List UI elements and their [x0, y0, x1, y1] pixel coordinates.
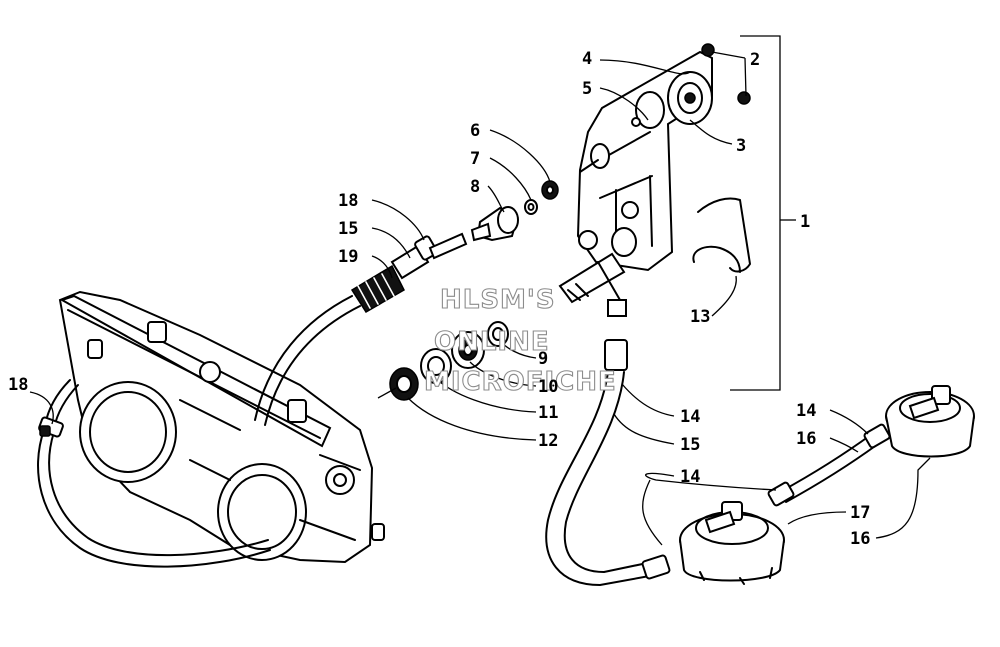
leader-lines — [29, 51, 931, 546]
assembly-bracket — [730, 35, 781, 391]
callout-17: 17 — [850, 503, 870, 523]
vent-hose-right — [767, 423, 891, 507]
callout-labels: 1 2 3 4 5 6 7 8 9 10 11 12 13 14 14 14 1… — [8, 49, 870, 549]
callout-11: 11 — [538, 403, 558, 423]
callout-9: 9 — [538, 349, 548, 369]
watermark: HLSM'S ONLINE MICROFICHE — [423, 284, 617, 397]
callout-13: 13 — [690, 307, 710, 327]
callout-15-lower: 15 — [680, 435, 700, 455]
fuel-line-hose — [545, 339, 671, 586]
callout-14-upper: 14 — [680, 407, 700, 427]
callout-16-lower: 16 — [850, 529, 870, 549]
watermark-line-1: HLSM'S — [440, 285, 556, 315]
callout-14-lower: 14 — [680, 467, 700, 487]
callout-18-upper: 18 — [338, 191, 358, 211]
throttle-body-assembly — [58, 290, 385, 564]
watermark-line-3: MICROFICHE — [424, 367, 617, 397]
callout-8: 8 — [470, 177, 480, 197]
callout-10: 10 — [538, 377, 558, 397]
filter-upper — [885, 385, 975, 458]
vent-hose-left — [37, 379, 271, 568]
callout-19: 19 — [338, 247, 358, 267]
filter-lower — [679, 501, 785, 585]
watermark-line-2: ONLINE — [434, 327, 550, 357]
callout-5: 5 — [582, 79, 592, 99]
retaining-clips — [692, 197, 751, 273]
callout-1: 1 — [800, 212, 810, 232]
fuel-supply-hose — [254, 232, 468, 426]
callout-18-left: 18 — [8, 375, 28, 395]
fuel-pump-regulator — [558, 43, 751, 317]
callout-3: 3 — [736, 136, 746, 156]
seal-washers — [389, 321, 509, 401]
callout-4: 4 — [582, 49, 592, 69]
spring-guard — [350, 264, 405, 314]
callout-15-upper: 15 — [338, 219, 358, 239]
fitting-parts-upper — [470, 180, 559, 242]
callout-2: 2 — [750, 50, 760, 70]
callout-6: 6 — [470, 121, 480, 141]
callout-7: 7 — [470, 149, 480, 169]
callout-14-right: 14 — [796, 401, 816, 421]
callout-16-upper: 16 — [796, 429, 816, 449]
callout-12: 12 — [538, 431, 558, 451]
